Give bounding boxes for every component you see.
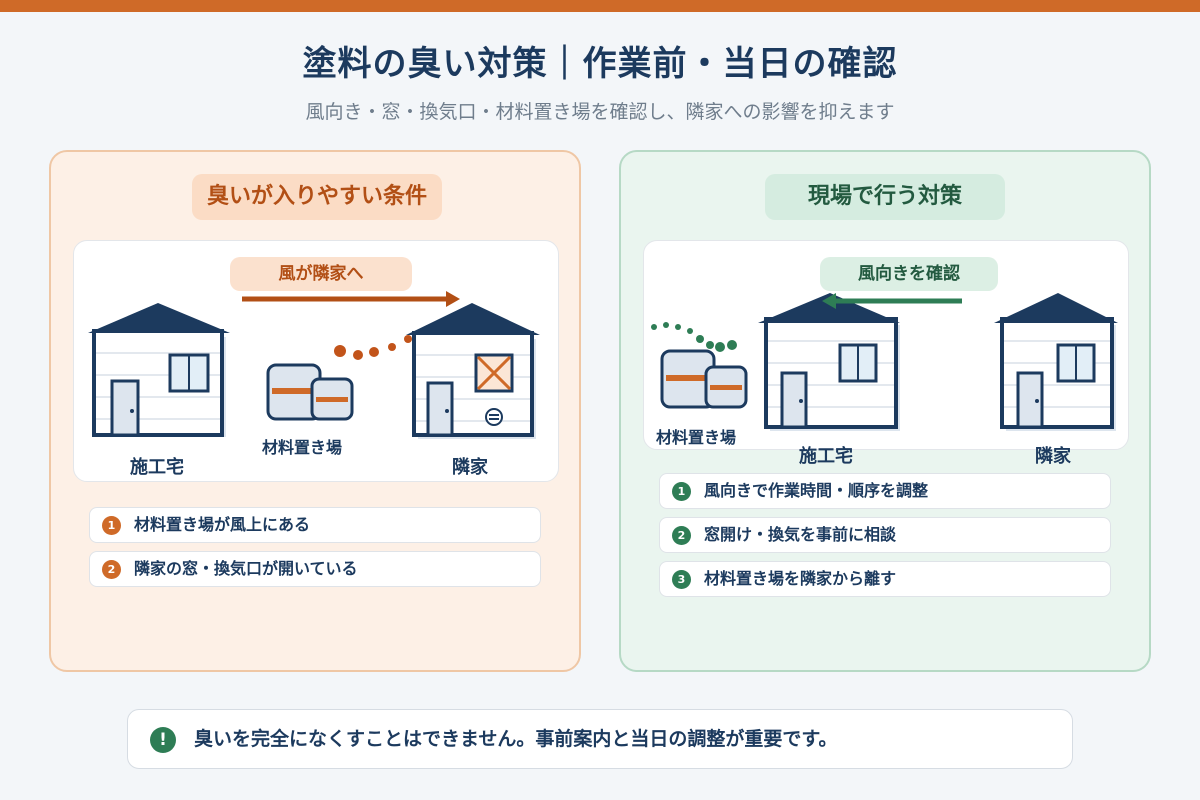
condition-item-text: 材料置き場が風上にある (134, 515, 311, 534)
condition-item-text: 隣家の窓・換気口が開いている (134, 559, 358, 578)
worksite-house-label: 施工宅 (130, 457, 184, 478)
onsite-measures-panel: 現場で行う対策 (619, 150, 1151, 672)
condition-item-2: 2 隣家の窓・換気口が開いている (89, 551, 541, 587)
measure-item-text: 材料置き場を隣家から離す (704, 569, 897, 588)
worksite-house-icon (758, 293, 900, 431)
onsite-measures-scene: 風向きを確認 材料置き場 (643, 240, 1129, 450)
footer-note: ! 臭いを完全になくすことはできません。事前案内と当日の調整が重要です。 (127, 709, 1073, 769)
measure-item-3: 3 材料置き場を隣家から離す (659, 561, 1111, 597)
wind-arrow-right-icon (242, 291, 460, 307)
condition-item-1: 1 材料置き場が風上にある (89, 507, 541, 543)
odor-conditions-heading: 臭いが入りやすい条件 (192, 174, 442, 220)
storage-label: 材料置き場 (262, 438, 343, 457)
storage-label: 材料置き場 (656, 428, 737, 447)
odor-conditions-illustration (88, 291, 540, 439)
top-accent-bar (0, 0, 1200, 12)
measure-item-number: 3 (672, 570, 691, 589)
measure-item-number: 1 (672, 482, 691, 501)
worksite-house-icon (88, 303, 230, 437)
neighbor-house-icon (406, 303, 540, 439)
paint-cans-icon (266, 363, 354, 421)
odor-conditions-panel: 臭いが入りやすい条件 (49, 150, 581, 672)
neighbor-house-label: 隣家 (1035, 446, 1071, 467)
measure-item-1: 1 風向きで作業時間・順序を調整 (659, 473, 1111, 509)
measure-item-number: 2 (672, 526, 691, 545)
check-wind-label: 風向きを確認 (820, 257, 998, 291)
onsite-measures-heading: 現場で行う対策 (765, 174, 1005, 220)
exclamation-icon: ! (150, 727, 176, 753)
wind-toward-neighbor-label: 風が隣家へ (230, 257, 412, 291)
wind-arrow-left-icon (822, 293, 962, 309)
page-subtitle: 風向き・窓・換気口・材料置き場を確認し、隣家への影響を抑えます (305, 101, 895, 123)
measure-item-text: 風向きで作業時間・順序を調整 (704, 481, 929, 500)
condition-item-number: 2 (102, 560, 121, 579)
onsite-measures-illustration (651, 293, 1118, 431)
odor-conditions-scene: 風が隣家へ 施工宅 材料置き場 隣家 (73, 240, 559, 482)
neighbor-house-icon (994, 293, 1118, 431)
neighbor-house-label: 隣家 (452, 457, 488, 478)
condition-item-number: 1 (102, 516, 121, 535)
worksite-house-label: 施工宅 (799, 446, 853, 467)
paint-cans-icon (660, 349, 748, 409)
footer-note-text: 臭いを完全になくすことはできません。事前案内と当日の調整が重要です。 (194, 728, 838, 750)
page-title: 塗料の臭い対策｜作業前・当日の確認 (302, 44, 898, 84)
measure-item-text: 窓開け・換気を事前に相談 (704, 525, 897, 544)
odor-dots-icon (651, 322, 737, 352)
measure-item-2: 2 窓開け・換気を事前に相談 (659, 517, 1111, 553)
